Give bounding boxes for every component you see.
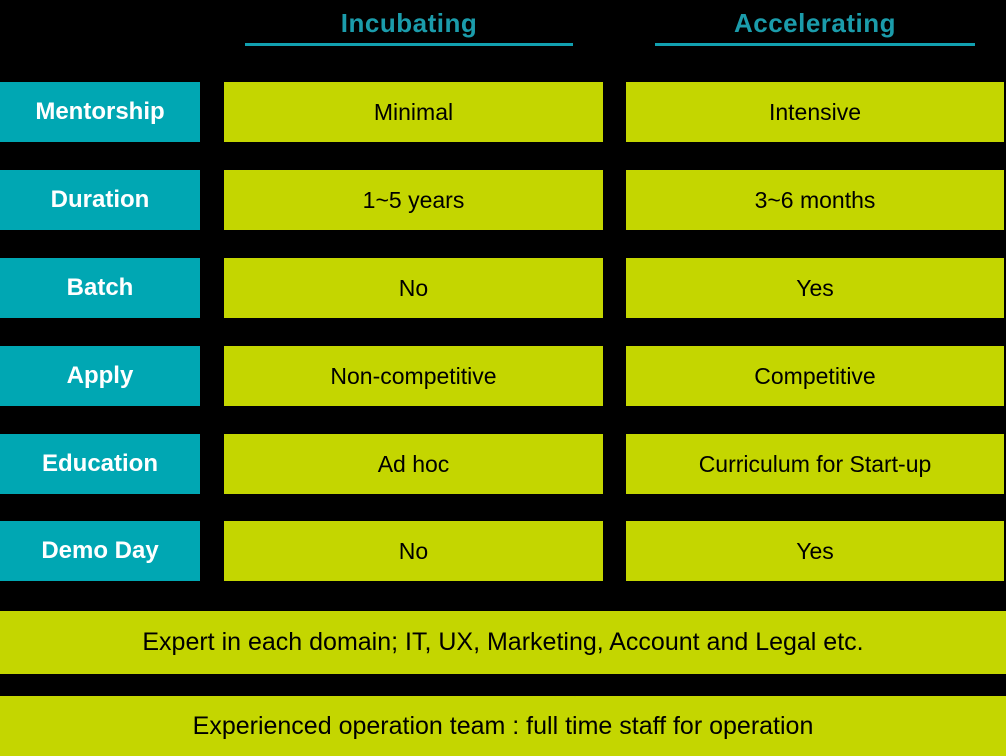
row-label-mentorship: Mentorship [0,82,200,142]
header-underline-incubating [245,43,573,46]
table-row-apply: Apply Non-competitive Competitive [0,346,1006,406]
column-header-accelerating: Accelerating [655,6,975,46]
cell-batch-incubating: No [224,258,603,318]
cell-demo-day-incubating: No [224,521,603,581]
row-label-batch: Batch [0,258,200,318]
footer-bar-experts: Expert in each domain; IT, UX, Marketing… [0,611,1006,674]
column-header-incubating-label: Incubating [340,8,478,38]
row-label-apply: Apply [0,346,200,406]
cell-duration-incubating: 1~5 years [224,170,603,230]
header-underline-accelerating [655,43,975,46]
cell-demo-day-accelerating: Yes [626,521,1004,581]
cell-education-accelerating: Curriculum for Start-up [626,434,1004,494]
table-row-duration: Duration 1~5 years 3~6 months [0,170,1006,230]
cell-mentorship-accelerating: Intensive [626,82,1004,142]
cell-apply-accelerating: Competitive [626,346,1004,406]
cell-batch-accelerating: Yes [626,258,1004,318]
table-row-batch: Batch No Yes [0,258,1006,318]
column-header-incubating: Incubating [245,6,573,46]
row-label-demo-day: Demo Day [0,521,200,581]
table-row-demo-day: Demo Day No Yes [0,521,1006,581]
table-row-education: Education Ad hoc Curriculum for Start-up [0,434,1006,494]
table-row-mentorship: Mentorship Minimal Intensive [0,82,1006,142]
cell-duration-accelerating: 3~6 months [626,170,1004,230]
row-label-education: Education [0,434,200,494]
cell-education-incubating: Ad hoc [224,434,603,494]
cell-apply-incubating: Non-competitive [224,346,603,406]
footer-bar-operation-team: Experienced operation team : full time s… [0,696,1006,756]
row-label-duration: Duration [0,170,200,230]
cell-mentorship-incubating: Minimal [224,82,603,142]
column-header-accelerating-label: Accelerating [733,8,897,38]
